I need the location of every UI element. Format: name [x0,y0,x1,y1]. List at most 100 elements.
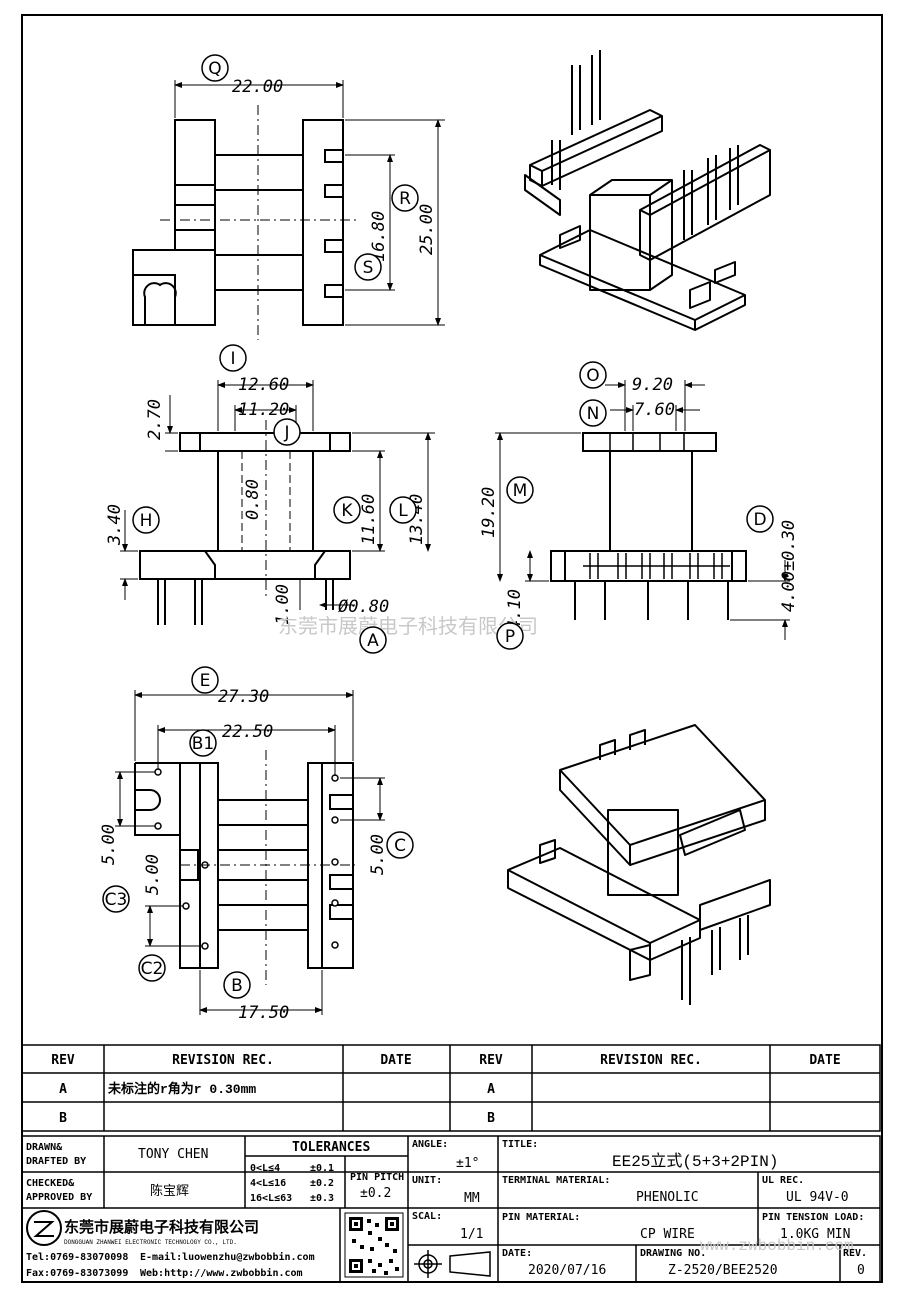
date-value: 2020/07/16 [528,1263,606,1278]
drawn-label-2: DRAFTED BY [26,1156,86,1167]
label-h: H [140,511,153,531]
front-view [139,432,351,625]
iso-view-bottom [507,724,771,1005]
dim-22: 22.00 [232,77,283,97]
dim-9-20: 9.20 [632,375,673,395]
pin-tension-label: PIN TENSION LOAD: [762,1212,864,1223]
tol-range-3: 16<L≤63 [250,1193,292,1204]
scale-value: 1/1 [460,1227,483,1242]
dim-5-00-left: 5.00 [99,824,119,865]
label-m: M [513,481,528,501]
dim-27-30: 27.30 [218,687,269,707]
dim-2-70: 2.70 [145,399,165,440]
rev-row-b: B [59,1111,67,1126]
rev-row-b2: B [487,1111,495,1126]
side-view-slots [583,433,730,579]
dim-25: 25.00 [417,204,437,255]
dim-0-80: 0.80 [243,479,263,520]
label-b1: B1 [192,734,214,754]
label-c2: C2 [141,959,164,979]
label-a: A [367,631,379,651]
side-view-dims [495,380,790,640]
top-view-centerlines [160,105,360,340]
title-block [21,1135,881,1283]
checked-name: 陈宝辉 [150,1183,189,1199]
front-view-hidden [241,451,291,551]
label-j: J [283,423,289,443]
dim-22-50: 22.50 [222,722,273,742]
dim-11-20: 11.20 [238,400,289,420]
dim-5-00-right: 5.00 [368,834,388,875]
company-tel: Tel:0769-83070098 [26,1252,128,1263]
dim-dia-0-80: Ø0.80 [338,597,389,617]
tolerances-label: TOLERANCES [292,1140,370,1155]
label-s: S [363,258,374,278]
label-r: R [399,189,411,209]
dim-5-00-low: 5.00 [143,854,163,895]
tol-val-1: ±0.1 [310,1163,334,1174]
angle-value: ±1° [456,1156,479,1171]
label-o: O [586,366,599,386]
tol-val-2: ±0.2 [310,1178,334,1189]
watermark-company: 东莞市展蔚电子科技有限公司 [278,614,538,638]
drawing-no-value: Z-2520/BEE2520 [668,1263,778,1278]
dim-7-60: 7.60 [634,400,675,420]
title-value: EE25立式(5+3+2PIN) [612,1152,778,1171]
label-d: D [753,510,766,530]
label-n: N [587,404,600,424]
tol-val-3: ±0.3 [310,1193,334,1204]
drawn-name: TONY CHEN [138,1147,208,1162]
label-k: K [341,501,353,521]
front-view-dims [120,380,435,610]
rev-head-rev: REV [51,1053,75,1068]
tol-range-2: 4<L≤16 [250,1178,286,1189]
dim-16-80: 16.80 [369,211,389,262]
label-l: L [398,501,408,521]
ul-rec-value: UL 94V-0 [786,1190,849,1205]
company-web: Web:http://www.zwbobbin.com [140,1267,303,1279]
rev-head-date2: DATE [809,1053,840,1068]
label-i: I [230,349,235,369]
balloon-labels [102,54,774,999]
dim-4-10: 4.10 [505,589,525,630]
dim-12-60: 12.60 [238,375,289,395]
scale-label: SCAL: [412,1211,442,1222]
pin-pitch-value: ±0.2 [360,1186,391,1201]
angle-label: ANGLE: [412,1139,448,1150]
pin-pitch-label: PIN PITCH [350,1172,404,1183]
company-email: E-mail:luowenzhu@zwbobbin.com [140,1251,315,1263]
iso-view-top [524,50,771,331]
label-c3: C3 [105,890,128,910]
pin-tension-value: 1.0KG MIN [780,1227,850,1242]
dim-4-00: 4.00±0.30 [779,520,799,612]
bottom-view-holes [154,768,339,950]
rev-row-a2: A [487,1082,495,1097]
date-label: DATE: [502,1248,532,1259]
company-logo [26,1210,62,1246]
tol-range-1: 0<L≤4 [250,1163,280,1174]
dim-11-60: 11.60 [359,494,379,545]
pin-material-value: CP WIRE [640,1227,695,1242]
qr-code [344,1212,404,1278]
rev-value: 0 [857,1263,865,1278]
drawn-label-1: DRAWN& [26,1142,63,1153]
top-view-dims [174,80,445,326]
terminal-material-value: PHENOLIC [636,1190,699,1205]
label-e: E [200,671,211,691]
company-name-cn: 东莞市展蔚电子科技有限公司 [64,1218,259,1237]
checked-label-1: CHECKED& [26,1178,75,1189]
unit-value: MM [464,1191,480,1206]
label-q: Q [208,59,221,79]
rev-label: REV. [843,1248,867,1259]
rev-row-a: A [59,1082,67,1097]
ul-rec-label: UL REC. [762,1175,804,1186]
side-view [550,432,747,620]
rev-head-rev2: REV [479,1053,503,1068]
unit-label: UNIT: [412,1175,442,1186]
dim-1-00: 1.00 [273,584,293,625]
drawing-no-label: DRAWING NO. [640,1248,706,1259]
bottom-view-dims [115,690,385,1015]
dim-19-20: 19.20 [479,487,499,538]
